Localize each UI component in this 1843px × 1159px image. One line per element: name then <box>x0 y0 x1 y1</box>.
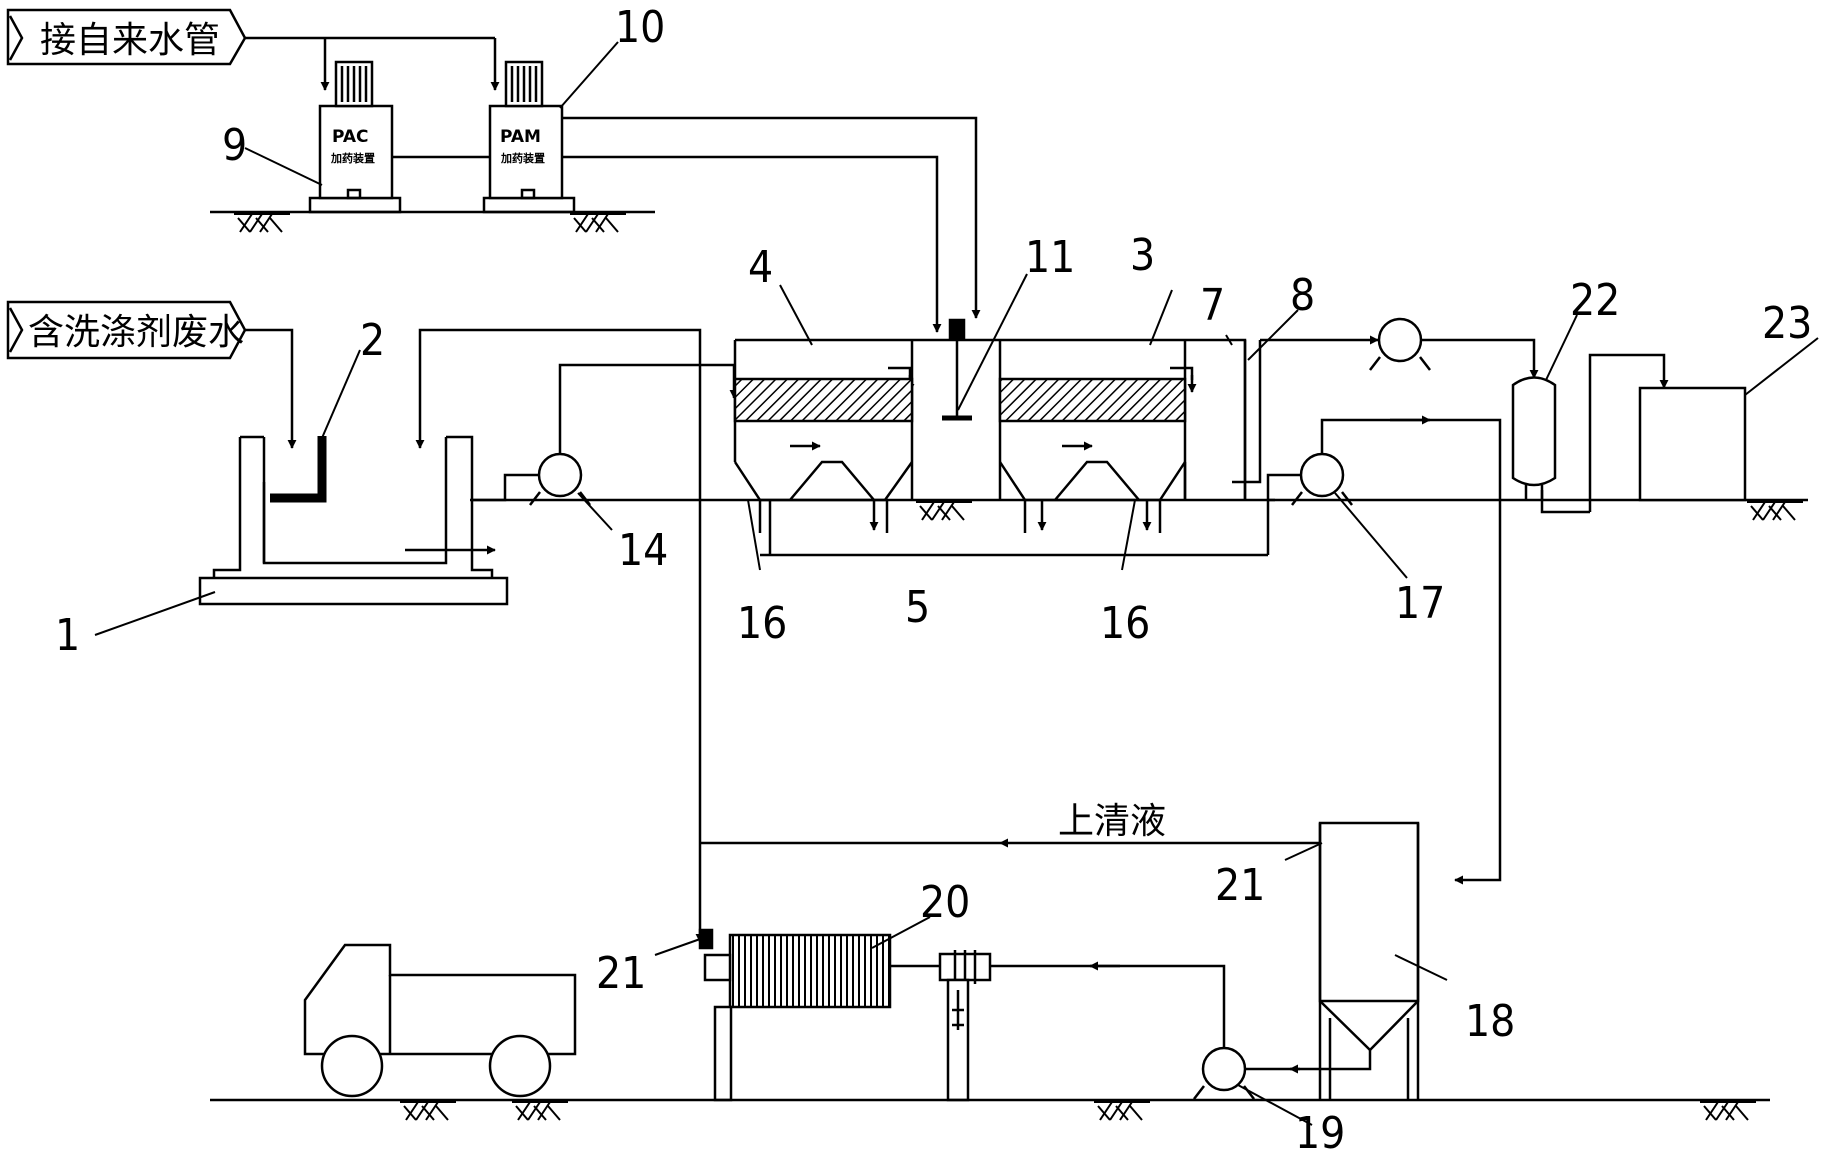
pam-sublabel: 加药装置 <box>500 151 545 165</box>
mixer <box>942 318 972 421</box>
sludge-drain-lines <box>758 473 1302 557</box>
callout-19: 19 <box>1295 1108 1345 1159</box>
wastewater-inlet-line <box>245 328 297 449</box>
callout-7: 7 <box>1200 280 1225 331</box>
callout-leaders <box>94 41 1819 1126</box>
ground-symbol <box>511 1101 569 1121</box>
callout-4: 4 <box>748 242 773 293</box>
callout-23: 23 <box>1762 298 1812 349</box>
callout-22: 22 <box>1570 275 1620 326</box>
pump-19 <box>1193 1046 1255 1100</box>
pump-clear-water <box>1369 317 1431 371</box>
pump19-discharge <box>990 964 1226 1048</box>
return-line <box>415 328 702 449</box>
callout-3: 3 <box>1130 230 1155 281</box>
pam-label: PAM <box>500 127 541 147</box>
callout-17: 17 <box>1395 578 1445 629</box>
dosing-lines <box>562 116 981 333</box>
callout-1: 1 <box>55 610 80 661</box>
regulating-tank <box>198 435 509 606</box>
wastewater-label: 含洗涤剂废水 <box>28 312 244 353</box>
pump17-discharge <box>1320 418 1502 885</box>
callout-8: 8 <box>1290 270 1315 321</box>
callout-18: 18 <box>1465 996 1515 1047</box>
wastewater-input-tag <box>6 300 247 360</box>
callout-10: 10 <box>615 2 665 53</box>
supernatant-label: 上清液 <box>1058 801 1166 842</box>
scum-layer-left <box>733 377 914 423</box>
scum-layer-right <box>998 377 1187 423</box>
pam-dosing-unit <box>482 60 576 214</box>
callout-21-right: 21 <box>1215 860 1265 911</box>
callout-21-left: 21 <box>596 948 646 999</box>
pump-17 <box>1291 452 1353 506</box>
callout-11: 11 <box>1025 232 1075 283</box>
ground-symbol <box>399 1101 457 1121</box>
callout-16-right: 16 <box>1100 598 1150 649</box>
to-filter-line <box>1421 338 1539 379</box>
ground-symbol <box>1093 1101 1151 1121</box>
clean-water-tank <box>1638 386 1747 502</box>
ground-symbol <box>915 501 973 521</box>
pump14-discharge <box>558 363 739 454</box>
ground-symbol <box>1746 501 1804 521</box>
tap-water-label: 接自来水管 <box>40 20 220 61</box>
callout-9: 9 <box>222 120 247 171</box>
baffle <box>270 436 327 503</box>
tap-water-line <box>245 36 500 91</box>
pac-sublabel: 加药装置 <box>330 151 375 165</box>
tap-water-input-tag <box>6 8 247 66</box>
callout-2: 2 <box>360 315 385 366</box>
filter-vessel <box>1511 376 1590 514</box>
filter-press <box>698 928 992 1102</box>
pump14-suction <box>472 473 540 502</box>
to-tank23-line <box>1588 353 1669 512</box>
callout-14: 14 <box>618 525 668 576</box>
ground-symbol <box>233 213 291 233</box>
ground-symbol <box>569 213 627 233</box>
ground-symbol <box>1699 1101 1757 1121</box>
pac-dosing-unit <box>308 60 402 214</box>
air-flotation-tank <box>733 338 1262 502</box>
callout-20: 20 <box>920 877 970 928</box>
sludge-thickener <box>1245 821 1420 1100</box>
callout-16-left: 16 <box>737 598 787 649</box>
sludge-truck <box>303 943 577 1098</box>
callout-5: 5 <box>905 582 930 633</box>
pac-label: PAC <box>332 127 369 147</box>
